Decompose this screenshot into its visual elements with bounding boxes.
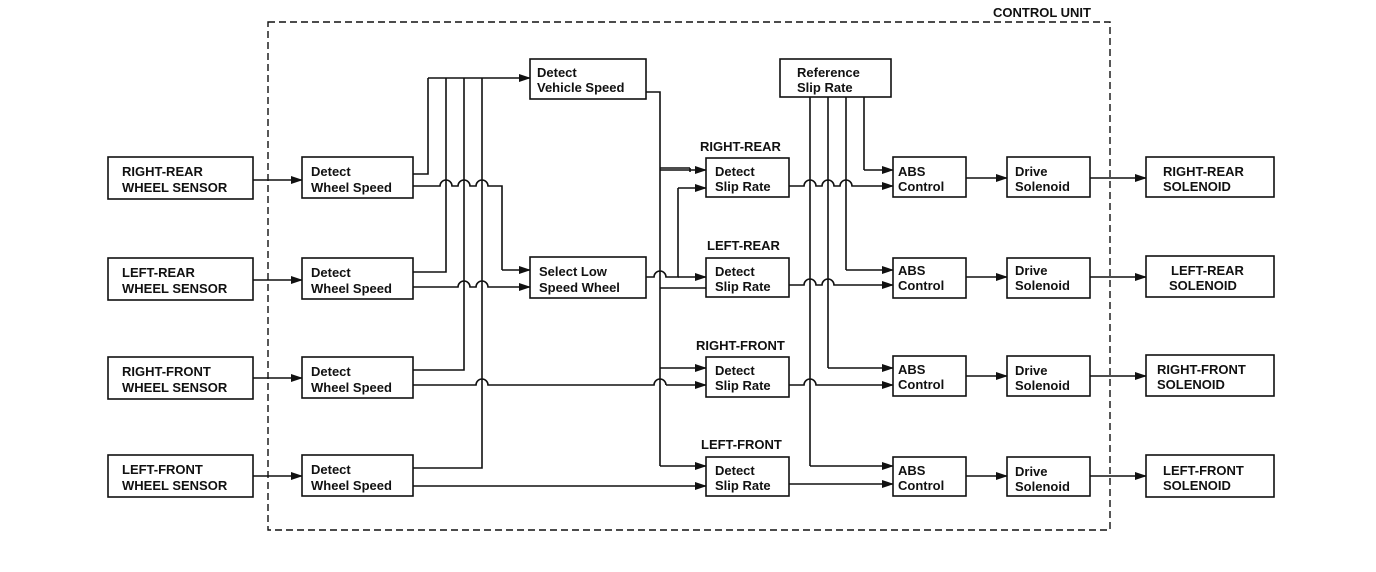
abs-control-lr: ABS Control bbox=[892, 257, 967, 299]
wheel-speed-line2: Wheel Speed bbox=[311, 180, 392, 195]
slip-rate-line2: Slip Rate bbox=[715, 179, 771, 194]
abs-control-rr: ABS Control bbox=[892, 156, 967, 198]
wheel-speed-line2: Wheel Speed bbox=[311, 281, 392, 296]
vehicle-speed-line2: Vehicle Speed bbox=[537, 80, 624, 95]
solenoid-label-line1: LEFT-REAR bbox=[1171, 263, 1245, 278]
sensor-label-line1: RIGHT-REAR bbox=[122, 164, 204, 179]
detect-wheel-speed-rf: Detect Wheel Speed bbox=[301, 356, 414, 399]
slip-rate-line1: Detect bbox=[715, 463, 755, 478]
select-low-speed-wheel: Select Low Speed Wheel bbox=[529, 256, 647, 299]
wheel-speed-line1: Detect bbox=[311, 462, 351, 477]
reference-slip-rate: Reference Slip Rate bbox=[779, 58, 892, 98]
detect-wheel-speed-lr: Detect Wheel Speed bbox=[301, 257, 414, 300]
sensor-label-line1: LEFT-REAR bbox=[122, 265, 196, 280]
detect-wheel-speed-rr: Detect Wheel Speed bbox=[301, 156, 414, 199]
drive-solenoid-rf: Drive Solenoid bbox=[1006, 355, 1091, 397]
sensor-right-front: RIGHT-FRONT WHEEL SENSOR bbox=[107, 356, 254, 400]
solenoid-label-line2: SOLENOID bbox=[1163, 179, 1231, 194]
sensor-label-line1: RIGHT-FRONT bbox=[122, 364, 211, 379]
detect-slip-rate-rf: RIGHT-FRONT Detect Slip Rate bbox=[696, 338, 790, 398]
solenoid-label-line2: SOLENOID bbox=[1163, 478, 1231, 493]
drive-solenoid-line1: Drive bbox=[1015, 263, 1048, 278]
solenoid-label-line2: SOLENOID bbox=[1169, 278, 1237, 293]
drive-solenoid-line1: Drive bbox=[1015, 464, 1048, 479]
sensor-label-line2: WHEEL SENSOR bbox=[122, 180, 228, 195]
sensor-label-line2: WHEEL SENSOR bbox=[122, 380, 228, 395]
abs-control-line2: Control bbox=[898, 278, 944, 293]
wheel-speed-line1: Detect bbox=[311, 364, 351, 379]
sensor-label-line2: WHEEL SENSOR bbox=[122, 281, 228, 296]
abs-control-rf: ABS Control bbox=[892, 355, 967, 397]
vehicle-speed-line1: Detect bbox=[537, 65, 577, 80]
abs-control-line1: ABS bbox=[898, 463, 926, 478]
abs-control-line1: ABS bbox=[898, 263, 926, 278]
wheel-speed-line2: Wheel Speed bbox=[311, 478, 392, 493]
drive-solenoid-line1: Drive bbox=[1015, 164, 1048, 179]
abs-control-lf: ABS Control bbox=[892, 456, 967, 497]
detect-slip-rate-lr: LEFT-REAR Detect Slip Rate bbox=[705, 238, 790, 298]
drive-solenoid-line2: Solenoid bbox=[1015, 278, 1070, 293]
abs-control-line1: ABS bbox=[898, 362, 926, 377]
drive-solenoid-line1: Drive bbox=[1015, 363, 1048, 378]
wheel-speed-line2: Wheel Speed bbox=[311, 380, 392, 395]
drive-solenoid-lr: Drive Solenoid bbox=[1006, 257, 1091, 299]
connection-lines bbox=[253, 74, 1147, 490]
slip-rate-line2: Slip Rate bbox=[715, 478, 771, 493]
detect-slip-rate-rr: RIGHT-REAR Detect Slip Rate bbox=[700, 139, 790, 198]
control-unit-label: CONTROL UNIT bbox=[993, 5, 1091, 20]
solenoid-label-line1: RIGHT-REAR bbox=[1163, 164, 1245, 179]
abs-control-line2: Control bbox=[898, 478, 944, 493]
slip-rate-title: LEFT-REAR bbox=[707, 238, 781, 253]
control-unit-boundary bbox=[267, 21, 1111, 531]
select-low-line2: Speed Wheel bbox=[539, 280, 620, 295]
sensor-left-rear: LEFT-REAR WHEEL SENSOR bbox=[107, 257, 254, 301]
solenoid-left-rear: LEFT-REAR SOLENOID bbox=[1145, 255, 1275, 298]
abs-control-line1: ABS bbox=[898, 164, 926, 179]
solenoid-label-line1: RIGHT-FRONT bbox=[1157, 362, 1246, 377]
detect-slip-rate-lf: LEFT-FRONT Detect Slip Rate bbox=[701, 437, 790, 497]
solenoid-label-line1: LEFT-FRONT bbox=[1163, 463, 1244, 478]
drive-solenoid-line2: Solenoid bbox=[1015, 179, 1070, 194]
slip-rate-title: RIGHT-FRONT bbox=[696, 338, 785, 353]
slip-rate-line2: Slip Rate bbox=[715, 279, 771, 294]
solenoid-right-rear: RIGHT-REAR SOLENOID bbox=[1145, 156, 1275, 198]
solenoid-left-front: LEFT-FRONT SOLENOID bbox=[1145, 454, 1275, 498]
sensor-left-front: LEFT-FRONT WHEEL SENSOR bbox=[107, 454, 254, 498]
drive-solenoid-rr: Drive Solenoid bbox=[1006, 156, 1091, 198]
detect-wheel-speed-lf: Detect Wheel Speed bbox=[301, 454, 414, 497]
drive-solenoid-line2: Solenoid bbox=[1015, 479, 1070, 494]
reference-line2: Slip Rate bbox=[797, 80, 853, 95]
slip-rate-line1: Detect bbox=[715, 264, 755, 279]
slip-rate-line2: Slip Rate bbox=[715, 378, 771, 393]
sensor-label-line1: LEFT-FRONT bbox=[122, 462, 203, 477]
reference-line1: Reference bbox=[797, 65, 860, 80]
drive-solenoid-line2: Solenoid bbox=[1015, 378, 1070, 393]
detect-vehicle-speed: Detect Vehicle Speed bbox=[529, 58, 647, 100]
solenoid-right-front: RIGHT-FRONT SOLENOID bbox=[1145, 354, 1275, 397]
sensor-label-line2: WHEEL SENSOR bbox=[122, 478, 228, 493]
wheel-speed-line1: Detect bbox=[311, 265, 351, 280]
abs-control-line2: Control bbox=[898, 179, 944, 194]
abs-control-line2: Control bbox=[898, 377, 944, 392]
wheel-speed-line1: Detect bbox=[311, 164, 351, 179]
drive-solenoid-lf: Drive Solenoid bbox=[1006, 456, 1091, 497]
slip-rate-title: RIGHT-REAR bbox=[700, 139, 782, 154]
select-low-line1: Select Low bbox=[539, 264, 608, 279]
sensor-right-rear: RIGHT-REAR WHEEL SENSOR bbox=[107, 156, 254, 200]
solenoid-label-line2: SOLENOID bbox=[1157, 377, 1225, 392]
slip-rate-title: LEFT-FRONT bbox=[701, 437, 782, 452]
slip-rate-line1: Detect bbox=[715, 164, 755, 179]
slip-rate-line1: Detect bbox=[715, 363, 755, 378]
